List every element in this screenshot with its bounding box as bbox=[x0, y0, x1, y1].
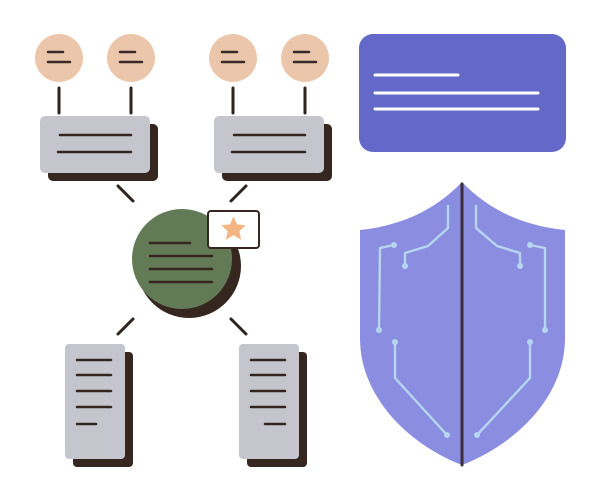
connector-line bbox=[116, 184, 135, 203]
message-card-icon bbox=[359, 34, 566, 152]
star-badge bbox=[207, 210, 260, 249]
connector-line bbox=[229, 317, 248, 336]
shield-circuit bbox=[377, 204, 547, 437]
document-icon bbox=[65, 344, 133, 467]
shield-circuit-nodes bbox=[376, 242, 548, 438]
user-avatar-icon bbox=[209, 34, 257, 82]
user-avatar-icon bbox=[107, 34, 155, 82]
connector-line bbox=[116, 317, 135, 336]
avatar-row bbox=[35, 34, 329, 82]
avatar-connectors bbox=[57, 86, 307, 115]
hub-connectors bbox=[116, 184, 248, 336]
connector-line bbox=[229, 184, 248, 203]
user-card-right bbox=[214, 116, 332, 181]
document-icon bbox=[239, 344, 307, 467]
star-icon bbox=[221, 216, 246, 240]
security-shield-icon bbox=[360, 182, 565, 467]
user-avatar-icon bbox=[281, 34, 329, 82]
user-avatar-icon bbox=[35, 34, 83, 82]
user-card-left bbox=[40, 116, 158, 181]
